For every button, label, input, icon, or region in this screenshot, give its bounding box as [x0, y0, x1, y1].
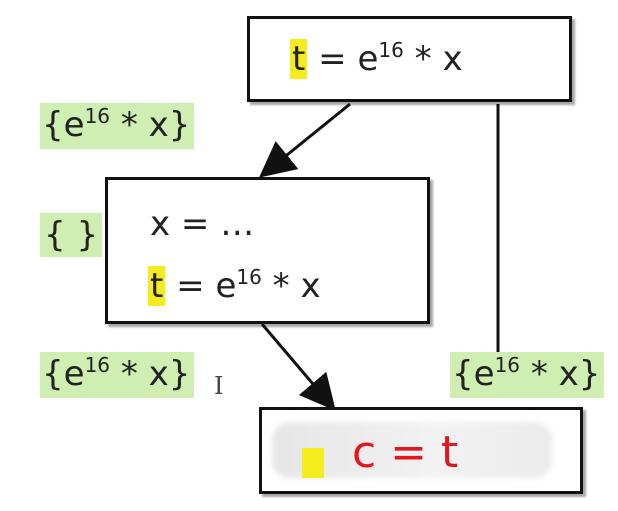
middle-block-line2: t = e16 * x: [148, 265, 321, 306]
set-lower-right: {e16 * x}: [450, 352, 605, 398]
var-t-highlight: t: [290, 39, 308, 79]
bottom-block: c = t: [259, 407, 583, 494]
bottom-block-statement: c = t: [352, 427, 459, 478]
top-block: t = e16 * x: [247, 16, 572, 102]
text-cursor-icon: Ⅰ: [214, 372, 224, 400]
top-block-statement: t = e16 * x: [290, 38, 463, 79]
highlight-remnant: [302, 448, 324, 478]
edge-top-to-middle: [259, 102, 351, 178]
set-middle-left: { }: [40, 213, 103, 257]
edge-middle-to-bottom: [260, 323, 336, 411]
middle-block-line1: x = …: [150, 204, 255, 244]
middle-block: x = … t = e16 * x: [105, 177, 430, 324]
set-lower-left: {e16 * x}: [40, 352, 195, 398]
var-t-highlight: t: [148, 266, 166, 306]
set-top-left: {e16 * x}: [40, 103, 195, 149]
